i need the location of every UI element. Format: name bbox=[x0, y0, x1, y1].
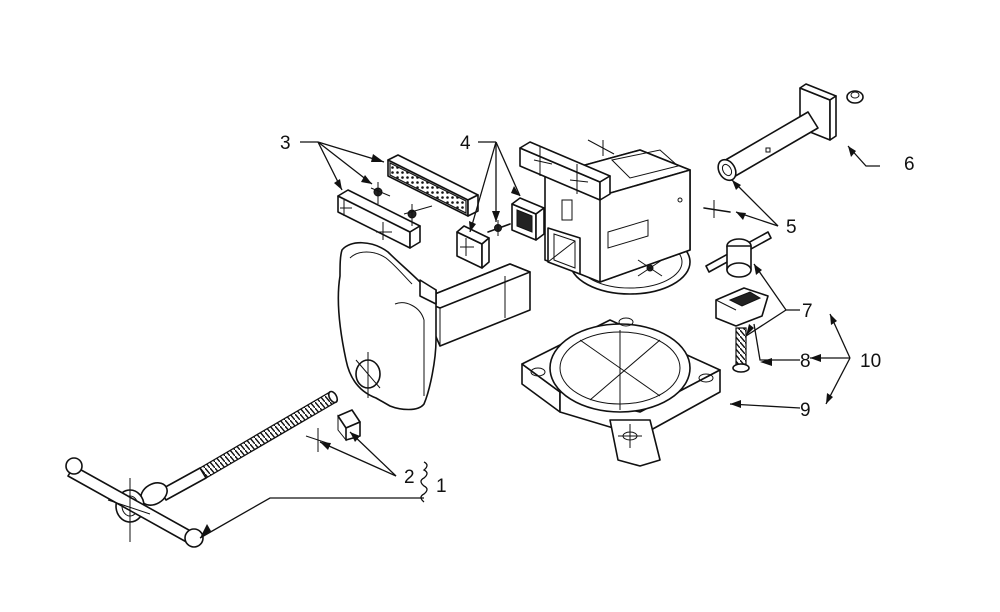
callout-7: 7 bbox=[802, 301, 813, 322]
callout-9: 9 bbox=[800, 400, 811, 421]
leader-arrowheads bbox=[200, 146, 856, 538]
swivel-base bbox=[521, 317, 721, 467]
callout-3: 3 bbox=[280, 133, 291, 154]
screw-nut bbox=[305, 409, 361, 452]
pipe-jaw-screw bbox=[487, 220, 511, 236]
vise-body bbox=[519, 139, 691, 295]
callout-4: 4 bbox=[460, 133, 471, 154]
callout-10: 10 bbox=[860, 351, 881, 372]
spindle-nut bbox=[846, 90, 864, 104]
callout-labels: 3 4 6 5 7 8 10 9 2 1 bbox=[280, 133, 915, 497]
pipe-jaw-serrated bbox=[511, 197, 545, 241]
jaw-insert-screws bbox=[370, 182, 433, 226]
lock-clamp bbox=[715, 287, 769, 327]
spindle-pin bbox=[703, 200, 731, 218]
leader-lines bbox=[199, 141, 880, 539]
callout-5: 5 bbox=[786, 217, 797, 238]
callout-8: 8 bbox=[800, 351, 811, 372]
sliding-jaw bbox=[337, 241, 531, 411]
pipe-jaw-small bbox=[456, 225, 490, 269]
lock-handle bbox=[705, 231, 772, 278]
callout-6: 6 bbox=[904, 154, 915, 175]
callout-2: 2 bbox=[404, 467, 415, 488]
swivel-spindle bbox=[717, 83, 837, 182]
lock-bolt bbox=[732, 327, 750, 373]
callout-1: 1 bbox=[436, 476, 447, 497]
main-screw-handle bbox=[65, 390, 339, 548]
jaw-insert-knurled bbox=[387, 154, 479, 217]
jaw-insert-smooth bbox=[337, 189, 421, 249]
